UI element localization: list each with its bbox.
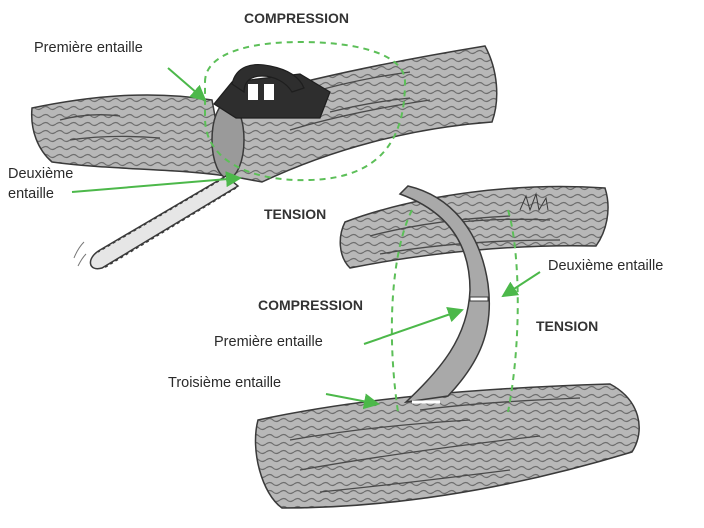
top-compression-label: COMPRESSION — [244, 10, 349, 26]
scene2-third-cut-arrow — [326, 394, 378, 404]
scene2-compression-label: COMPRESSION — [258, 297, 363, 313]
scene2-second-cut-arrow — [503, 272, 540, 296]
top-second-cut-label-line2: entaille — [8, 186, 54, 203]
top-tension-label: TENSION — [264, 206, 326, 222]
scene2-first-cut-label: Première entaille — [214, 334, 323, 351]
scene2-first-cut-arrow — [364, 310, 462, 344]
scene2-second-cut-label: Deuxième entaille — [548, 258, 663, 275]
top-first-cut-label: Première entaille — [34, 40, 143, 57]
top-second-cut-label-line1: Deuxième — [8, 166, 73, 183]
scene2-third-cut-label: Troisième entaille — [168, 375, 281, 392]
bottom-log — [255, 384, 639, 508]
scene2-tension-label: TENSION — [536, 318, 598, 334]
